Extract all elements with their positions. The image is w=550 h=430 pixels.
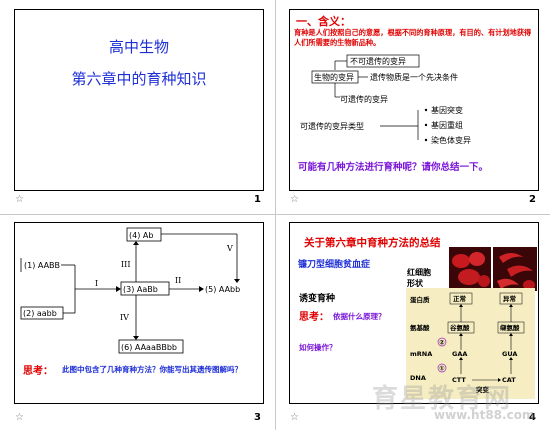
circle-marker-1 (437, 363, 447, 373)
abnormal-codon: GUA (502, 350, 517, 358)
slide-1-title-line-2: 第六章中的育种知识 (71, 70, 207, 88)
gene-expression-diagram: 蛋白质 氨基酸 mRNA DNA 正常 谷氨酸 GAA CTT 异常 缬氨酸 G… (406, 288, 535, 399)
type-chromosome-variation: 染色体变异 (431, 135, 471, 145)
bullet-2 (424, 123, 428, 127)
bullet-1 (424, 108, 428, 112)
variation-text: 生物的变异 (314, 72, 354, 82)
slide-4-sickle-cell-label: 镰刀型细胞贫血症 (298, 260, 371, 270)
watermark-logo: 育星教育网 (372, 384, 513, 414)
abnormal-amino-acid: 缬氨酸 (500, 323, 520, 332)
slide-3-think-label: 思考： (23, 366, 53, 377)
marker-2-text: ② (439, 339, 445, 347)
row-mrna: mRNA (410, 350, 432, 358)
slide-2-definition: 育种是人们按照自己的意愿，根据不同的育种原理，有目的、有计划地获得人们所需要的生… (294, 28, 532, 47)
slide-3-transition-icon[interactable]: ☆ (15, 412, 24, 423)
cell-shape-label: 形状 (407, 279, 423, 288)
diagram-background (406, 288, 535, 399)
slide-thumbnail-1[interactable]: 高中生物 第六章中的育种知识 (14, 9, 264, 191)
node-aabb-5: (5) AAbb (205, 285, 240, 294)
route-label-i: I (95, 279, 98, 288)
row-protein: 蛋白质 (410, 295, 430, 304)
marker-1-text: ① (439, 365, 445, 373)
node-aabb-3: (3) AaBb (123, 285, 158, 294)
horizontal-divider (0, 214, 550, 215)
normal-codon: GAA (452, 350, 467, 358)
node-4-box (126, 227, 162, 242)
slide-4-question-operation: 如何操作？ (299, 343, 337, 352)
route-label-v: V (226, 244, 233, 253)
normal-protein: 正常 (453, 294, 467, 303)
row-amino-acid: 氨基酸 (410, 323, 430, 332)
route-label-ii: II (175, 276, 181, 285)
row-dna: DNA (410, 374, 426, 382)
slide-thumbnail-4[interactable]: 关于第六章中育种方法的总结 镰刀型细胞贫血症 红细胞 形状 诱变育种 思考： 依… (289, 222, 539, 404)
node-3-box (120, 281, 170, 296)
non-heritable-text: 不可遗传的变异 (350, 56, 406, 66)
slide-2-question: 可能有几种方法进行育种呢？请你总结一下。 (298, 162, 489, 173)
node-ab-4: (4) Ab (129, 231, 153, 240)
slide-1-number: 1 (254, 194, 261, 205)
slide-1-title-line-1: 高中生物 (108, 38, 169, 56)
mutation-label: 突变 (476, 385, 490, 394)
node-6-box (118, 339, 184, 354)
route-label-iv: IV (120, 313, 129, 322)
route-label-iii: III (121, 260, 130, 269)
slide-2-heading: 一、含义： (296, 15, 351, 28)
slide-2-transition-icon[interactable]: ☆ (290, 194, 299, 205)
normal-amino-acid: 谷氨酸 (450, 323, 470, 332)
vertical-divider (275, 0, 276, 430)
slide-4-title: 关于第六章中育种方法的总结 (304, 237, 441, 249)
normal-dna: CTT (452, 376, 466, 384)
type-gene-recombination: 基因重组 (431, 120, 463, 130)
abnormal-protein: 异常 (503, 294, 517, 303)
node-aabb-1: (1) AABB (24, 261, 60, 270)
node-aaaabbbb-6: (6) AAaaBBbb (121, 343, 177, 352)
red-blood-cell-images (449, 247, 537, 291)
bullet-3 (424, 138, 428, 142)
slide-1-transition-icon[interactable]: ☆ (15, 194, 24, 205)
prerequisite-text: 遗传物质是一个先决条件 (370, 72, 458, 82)
variation-concept-diagram: 不可遗传的变异 生物的变异 遗传物质是一个先决条件 可遗传的变异 可遗传的变异类… (300, 54, 471, 145)
slide-3-question: 此图中包含了几种育种方法？你能写出其遗传图解吗？ (62, 365, 242, 374)
slide-3-number: 3 (254, 412, 261, 423)
heritable-text: 可遗传的变异 (340, 94, 388, 104)
breeding-pathways-diagram: (1) AABB (2) aabb I (3) AaBb (4) Ab III (20, 227, 240, 354)
watermark-url: www.ht88.com (434, 408, 535, 422)
slide-4-transition-icon[interactable]: ☆ (290, 412, 299, 423)
slide-4-question-principle: 依据什么原理？ (333, 312, 386, 321)
slide-2-number: 2 (529, 194, 536, 205)
slide-4-think-label: 思考： (299, 312, 329, 323)
abnormal-dna: CAT (502, 376, 516, 384)
slide-thumbnail-3[interactable]: (1) AABB (2) aabb I (3) AaBb (4) Ab III (14, 222, 264, 404)
node-aabb-2: (2) aabb (23, 309, 57, 318)
red-blood-cell-label: 红细胞 (407, 268, 431, 277)
slide-4-number: 4 (529, 412, 536, 423)
circle-marker-2 (437, 337, 447, 347)
slide-thumbnail-2[interactable]: 一、含义： 育种是人们按照自己的意愿，根据不同的育种原理，有目的、有计划地获得人… (289, 9, 539, 191)
type-gene-mutation: 基因突变 (431, 105, 463, 115)
heritable-types-text: 可遗传的变异类型 (300, 121, 364, 131)
mutation-breeding-label: 诱变育种 (299, 294, 336, 304)
